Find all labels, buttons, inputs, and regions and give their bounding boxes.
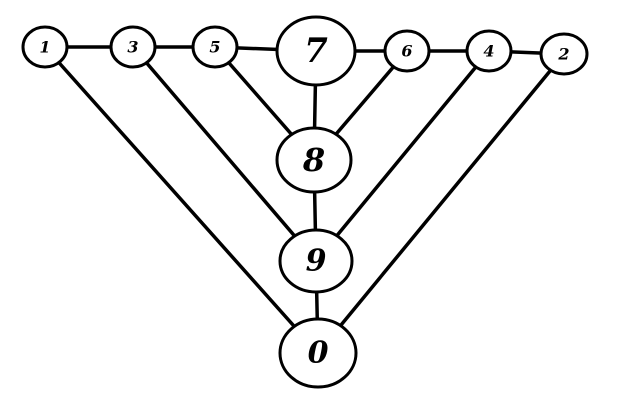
node-layer: 1 3 5 7 6 4 2 8 9 0 <box>21 15 589 389</box>
edge-1-0 <box>43 45 320 355</box>
node-label: 8 <box>302 141 325 179</box>
node-label: 7 <box>304 31 328 71</box>
node-circle <box>275 126 353 194</box>
node-label: 6 <box>401 42 412 61</box>
node-label: 9 <box>306 244 327 279</box>
node-circle <box>21 25 69 69</box>
node-label: 4 <box>483 42 494 61</box>
edge-4-9 <box>314 49 491 263</box>
node-label: 1 <box>39 38 50 57</box>
edge-3-9 <box>131 45 318 263</box>
node-label: 0 <box>308 336 329 371</box>
node-circle <box>275 15 357 87</box>
node-2: 2 <box>539 32 589 76</box>
node-circle <box>465 29 513 73</box>
node-circle <box>191 25 239 69</box>
node-6: 6 <box>383 29 431 73</box>
node-7: 7 <box>275 15 357 87</box>
node-circle <box>278 228 354 294</box>
node-label: 5 <box>209 38 220 57</box>
node-4: 4 <box>465 29 513 73</box>
node-circle <box>383 29 431 73</box>
node-9: 9 <box>278 228 354 294</box>
node-circle <box>539 32 589 76</box>
node-0: 0 <box>278 317 358 389</box>
node-label: 2 <box>557 45 569 64</box>
node-3: 3 <box>109 25 157 69</box>
node-5: 5 <box>191 25 239 69</box>
node-circle <box>278 317 358 389</box>
edge-layer <box>43 45 566 355</box>
node-circle <box>109 25 157 69</box>
edge-2-0 <box>316 52 566 355</box>
node-8: 8 <box>275 126 353 194</box>
node-label: 3 <box>127 38 138 57</box>
node-1: 1 <box>21 25 69 69</box>
